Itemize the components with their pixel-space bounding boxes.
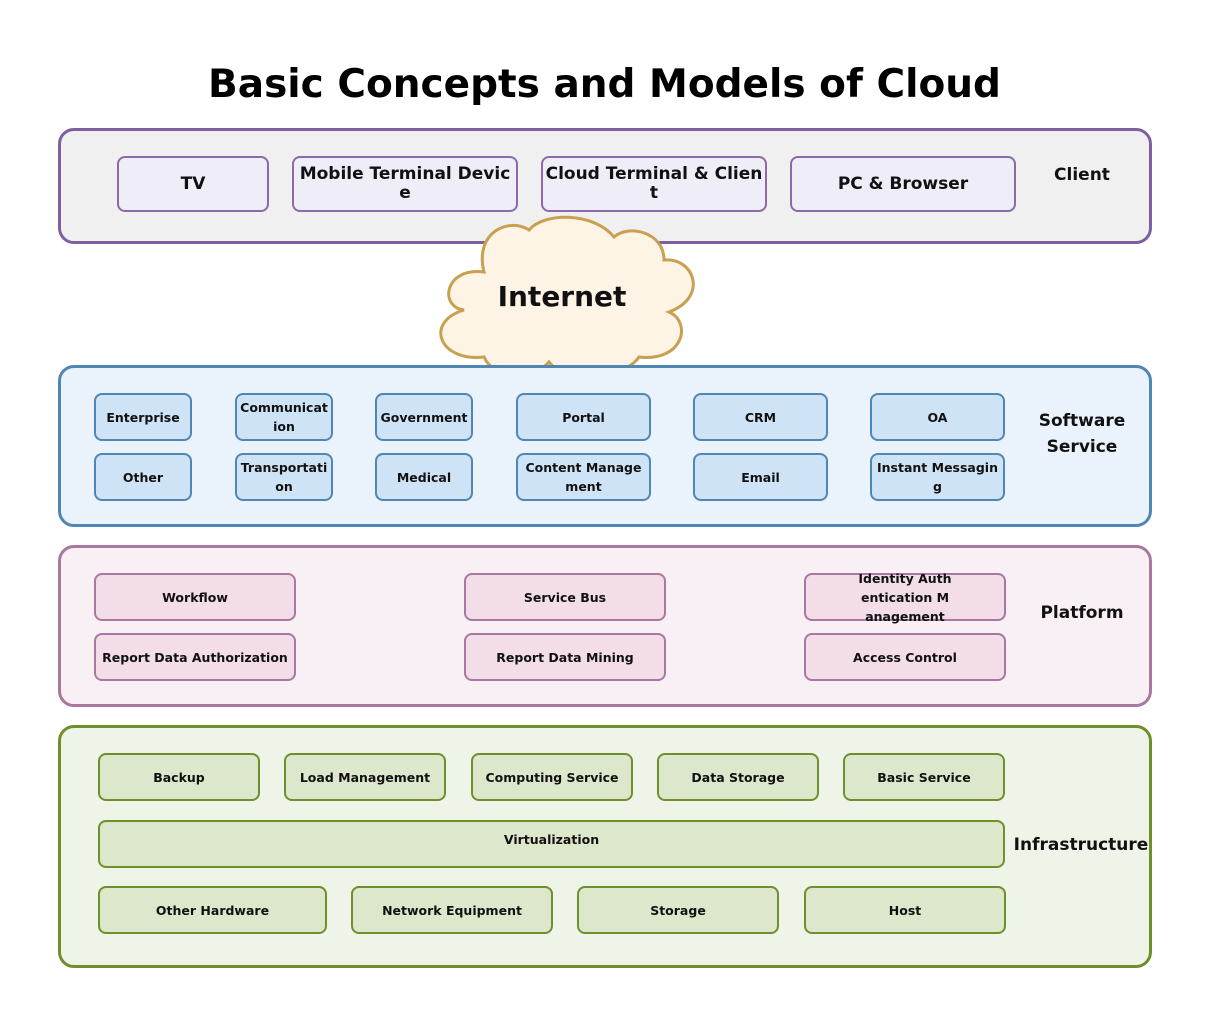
software-item-other: Other — [94, 453, 192, 501]
client-item-cloud-terminal: Cloud Terminal & Client — [541, 156, 767, 212]
infra-item-basic-service: Basic Service — [843, 753, 1005, 801]
infra-item-storage: Storage — [577, 886, 779, 934]
client-item-mobile-terminal: Mobile Terminal Device — [292, 156, 518, 212]
software-item-communication: Communication — [235, 393, 333, 441]
software-item-medical: Medical — [375, 453, 473, 501]
platform-layer: Workflow Service Bus Identity Authentica… — [58, 545, 1152, 707]
infrastructure-layer: Backup Load Management Computing Service… — [58, 725, 1152, 968]
platform-item-workflow: Workflow — [94, 573, 296, 621]
page-title: Basic Concepts and Models of Cloud — [208, 62, 1001, 107]
infra-item-host: Host — [804, 886, 1006, 934]
internet-cloud-icon — [439, 215, 695, 378]
client-layer: TV Mobile Terminal Device Cloud Terminal… — [58, 128, 1152, 244]
software-item-enterprise: Enterprise — [94, 393, 192, 441]
infra-item-computing-service: Computing Service — [471, 753, 633, 801]
infra-item-virtualization: Virtualization — [98, 820, 1005, 868]
software-service-layer: Enterprise Communication Government Port… — [58, 365, 1152, 527]
software-item-crm: CRM — [693, 393, 828, 441]
software-item-oa: OA — [870, 393, 1005, 441]
infra-item-backup: Backup — [98, 753, 260, 801]
software-item-transportation: Transportation — [235, 453, 333, 501]
software-item-instant-messaging: Instant Messaging — [870, 453, 1005, 501]
software-item-portal: Portal — [516, 393, 651, 441]
infra-item-load-management: Load Management — [284, 753, 446, 801]
platform-layer-label: Platform — [1040, 603, 1124, 623]
client-layer-label: Client — [1054, 165, 1110, 185]
platform-item-identity-management: Identity Authentication Management — [804, 571, 1006, 624]
software-item-government: Government — [375, 393, 473, 441]
platform-item-report-data-mining: Report Data Mining — [464, 633, 666, 681]
infra-item-data-storage: Data Storage — [657, 753, 819, 801]
infra-item-network-equipment: Network Equipment — [351, 886, 553, 934]
software-item-content-management: Content Management — [516, 453, 651, 501]
infra-item-other-hardware: Other Hardware — [98, 886, 327, 934]
platform-item-service-bus: Service Bus — [464, 573, 666, 621]
client-item-pc-browser: PC & Browser — [790, 156, 1016, 212]
client-item-tv: TV — [117, 156, 269, 212]
internet-label: Internet — [497, 280, 627, 313]
software-layer-label: Software Service — [1038, 411, 1126, 457]
platform-item-report-data-authorization: Report Data Authorization — [94, 633, 296, 681]
platform-item-access-control: Access Control — [804, 633, 1006, 681]
infrastructure-layer-label: Infrastructure — [1013, 835, 1149, 855]
software-item-email: Email — [693, 453, 828, 501]
